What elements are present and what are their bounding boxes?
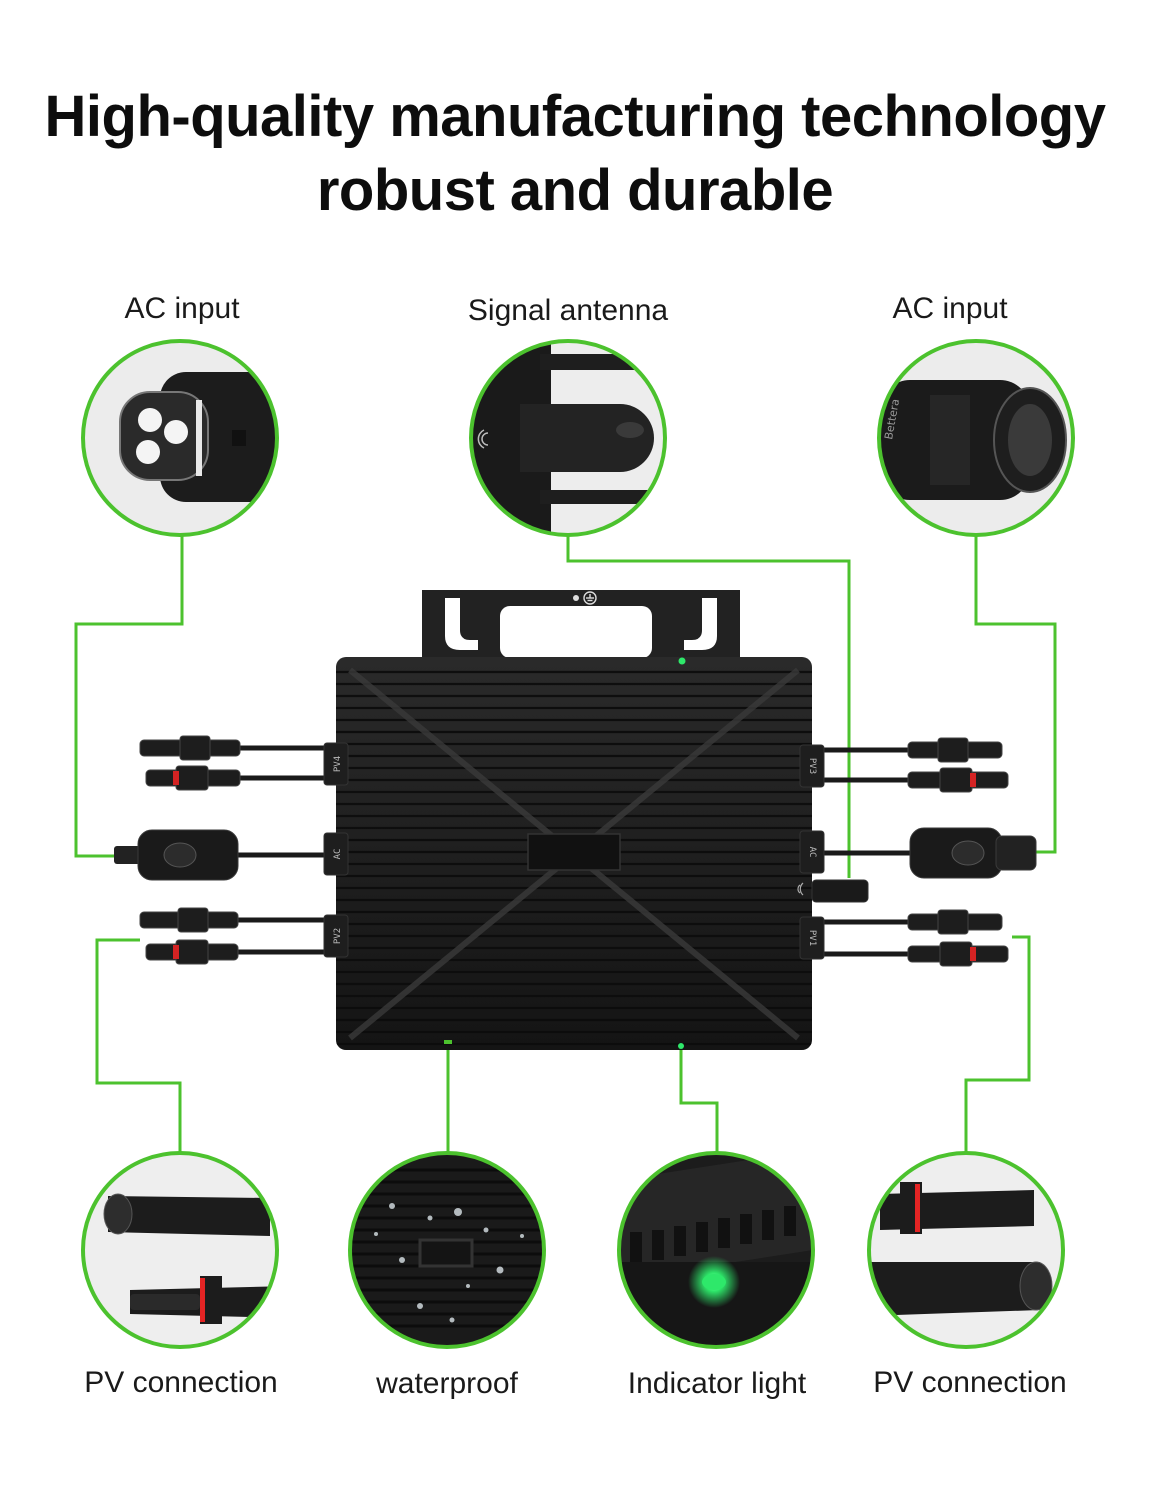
top-led	[678, 657, 686, 665]
antenna-stub	[811, 879, 869, 903]
connector-ac-right	[909, 827, 1037, 879]
port-tabs	[323, 742, 825, 960]
port-label-pv1: PV1	[807, 930, 817, 946]
connector-ac-left	[114, 829, 239, 881]
callout-signal-antenna	[469, 339, 667, 537]
label-indicator-light: Indicator light	[627, 1367, 807, 1400]
connector-pv4-left	[139, 735, 241, 791]
cables	[236, 745, 912, 957]
leader-ac-left	[74, 535, 184, 858]
label-pv-connection-left: PV connection	[84, 1366, 278, 1399]
connector-pv3-right	[907, 737, 1009, 793]
label-waterproof: waterproof	[376, 1367, 518, 1400]
callout-pv-connection-right	[867, 1151, 1065, 1349]
callout-indicator-light	[617, 1151, 815, 1349]
label-ac-input-left: AC input	[124, 292, 240, 325]
connector-pv1-right	[907, 909, 1009, 967]
port-label-ac-left: AC	[333, 849, 343, 860]
leader-pv-right	[964, 935, 1031, 1153]
headline-line-2: robust and durable	[316, 158, 834, 223]
label-signal-antenna: Signal antenna	[467, 294, 669, 327]
leader-antenna	[566, 535, 851, 878]
leader-lines	[74, 535, 1057, 1153]
water-droplets	[374, 1203, 524, 1323]
connector-pv2-left	[139, 907, 239, 965]
port-label-ac-right: AC	[807, 847, 817, 858]
inverter-body	[336, 657, 812, 1050]
label-pv-connection-right: PV connection	[873, 1366, 1067, 1399]
ground-symbol-icon	[583, 591, 597, 605]
callout-waterproof	[348, 1151, 546, 1349]
leader-ac-right	[974, 535, 1057, 854]
callout-pv-connection-left	[81, 1151, 279, 1349]
callout-ac-input-left	[81, 339, 279, 537]
label-ac-input-right: AC input	[892, 292, 1008, 325]
leader-pv-left	[95, 938, 182, 1153]
leader-indicator	[679, 1046, 719, 1153]
wifi-signal-icon	[797, 882, 804, 896]
port-label-pv2: PV2	[333, 928, 343, 944]
mounting-bracket	[422, 590, 740, 662]
indicator-led	[702, 1274, 726, 1290]
callout-ac-input-right: Bettera	[877, 339, 1075, 537]
port-label-pv4: PV4	[333, 756, 343, 772]
headline-line-1: High-quality manufacturing technology	[44, 84, 1106, 149]
port-label-pv3: PV3	[807, 758, 817, 774]
